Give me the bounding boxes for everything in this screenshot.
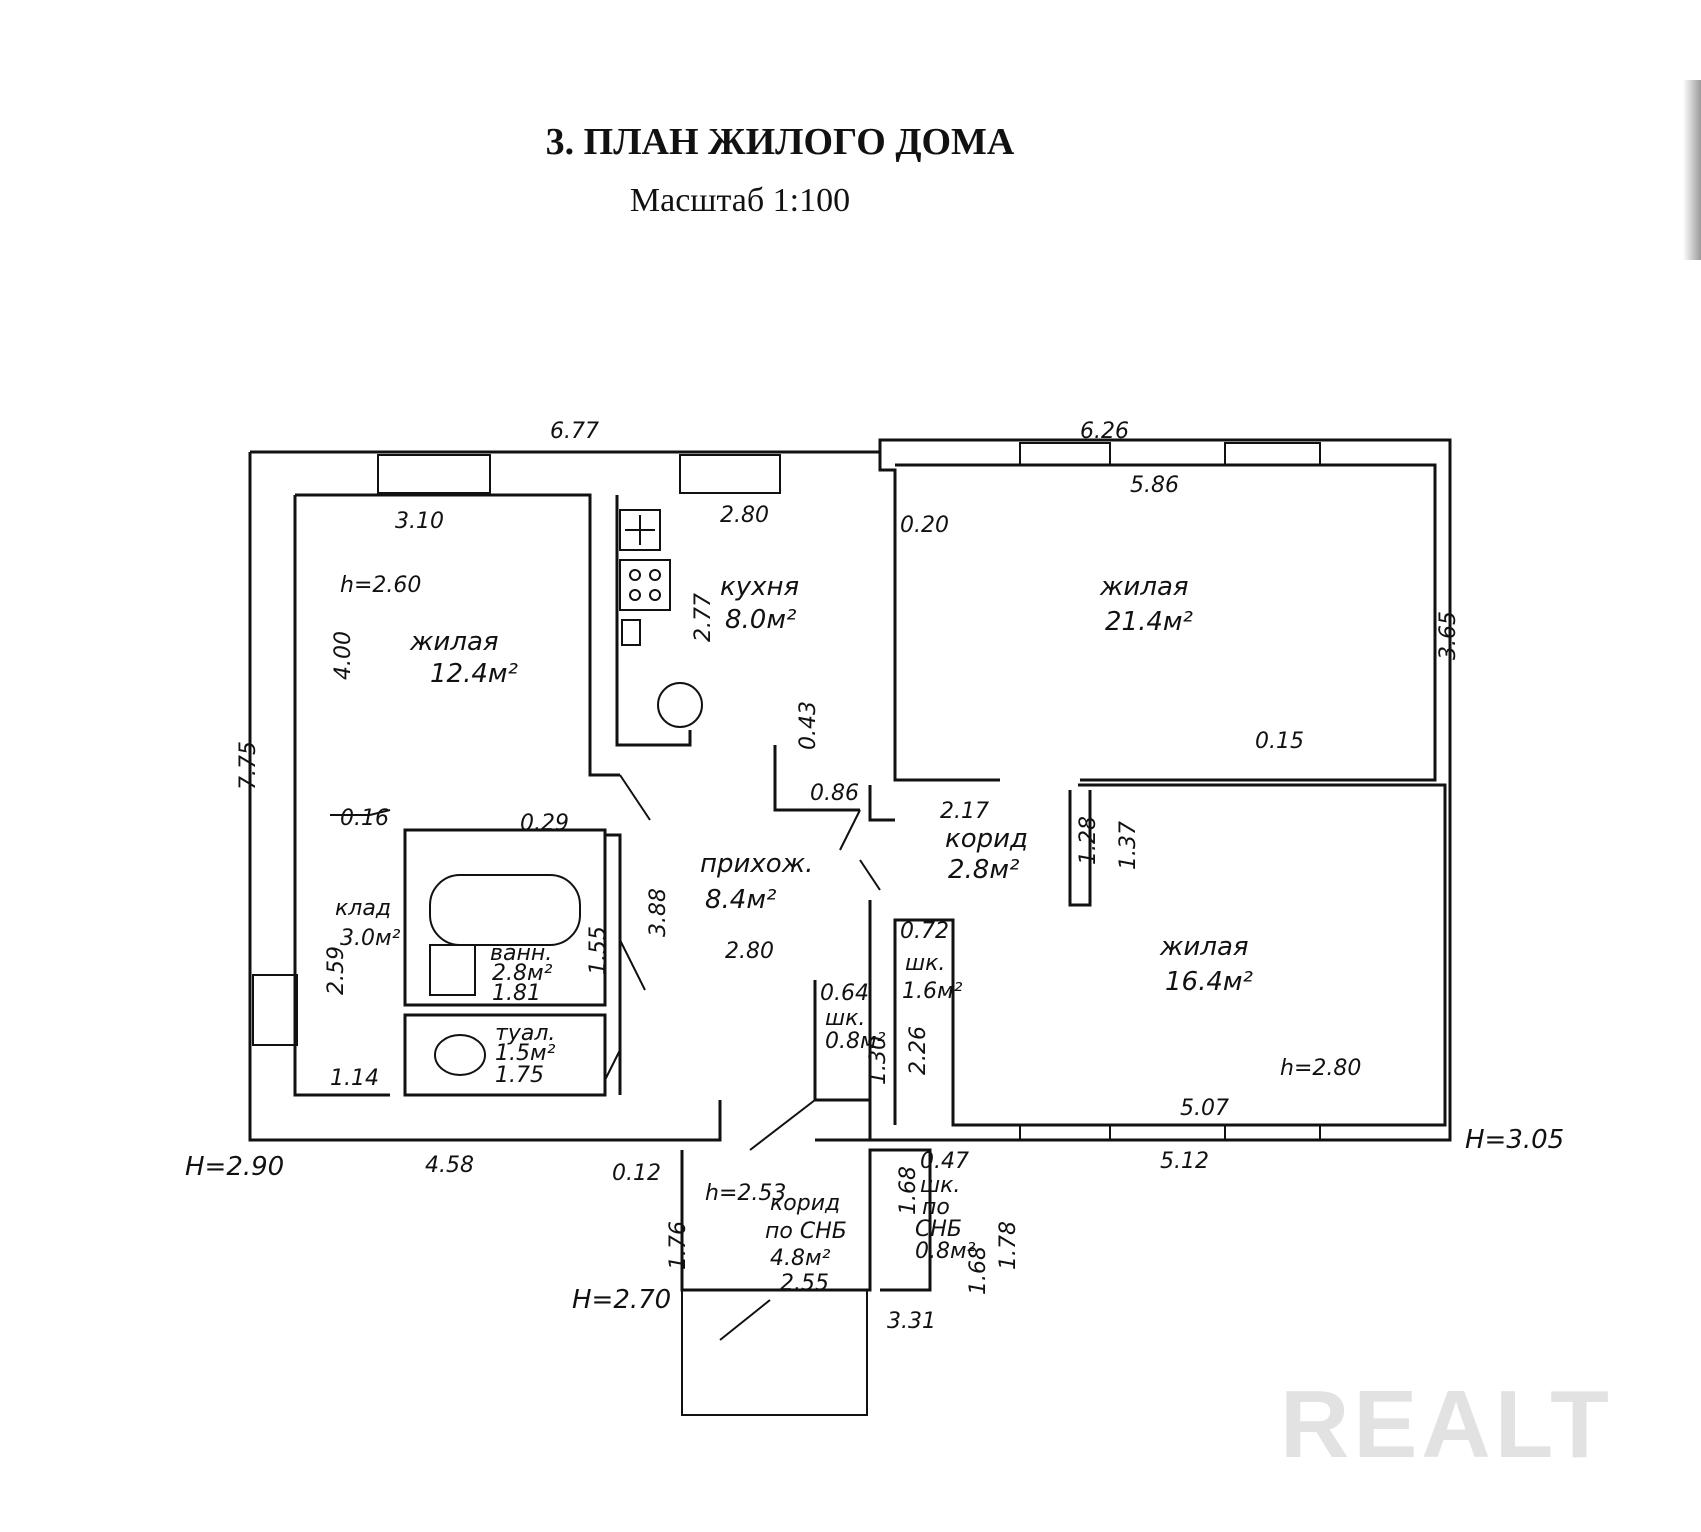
closet1-area: 1.6м²: [902, 979, 963, 1004]
sink-icon: [619, 509, 661, 551]
room-labels: h=2.60 жилая 12.4м² 3.10 4.00 кухня 8.0м…: [324, 473, 1461, 1296]
closet3-area: 0.8м²: [915, 1239, 976, 1264]
bath-depth: 1.55: [586, 926, 611, 975]
closet3-depth: 1.68: [966, 1246, 991, 1295]
kitchen-depth: 2.77: [691, 593, 716, 642]
level-right: H=3.05: [1465, 1125, 1564, 1155]
dim-wall-043: 0.43: [796, 701, 821, 750]
dim-wall-015: 0.15: [1255, 729, 1304, 754]
living2-depth: 3.65: [1436, 611, 1461, 660]
living2-width: 5.86: [1130, 473, 1179, 498]
dim-right-ext: 1.78: [996, 1221, 1021, 1270]
closet2-area: 0.8м²: [825, 1029, 886, 1054]
storage-depth: 2.59: [324, 946, 349, 995]
dim-bottom-ext: 3.31: [887, 1309, 936, 1334]
closet2-width: 0.64: [820, 981, 869, 1006]
living2-name: жилая: [1099, 572, 1189, 602]
closet3-width: 0.47: [920, 1149, 969, 1174]
corridor2-depth: 1.76: [666, 1221, 691, 1270]
wc-width: 1.75: [495, 1063, 544, 1088]
bathtub-icon: [429, 874, 581, 946]
dimension-labels: 6.77 6.26 7.75 4.58 5.12 3.31 1.78 0.20 …: [236, 419, 1304, 1334]
living3-name: жилая: [1159, 932, 1249, 962]
corridor2-area: 4.8м²: [770, 1246, 831, 1271]
closet1-width: 0.72: [900, 919, 949, 944]
closet1-name: шк.: [905, 951, 945, 976]
closet3-sub: по: [922, 1195, 950, 1220]
living1-area: 12.4м²: [430, 659, 518, 689]
dim-wall-020: 0.20: [900, 513, 949, 538]
living3-height: h=2.80: [1280, 1056, 1361, 1081]
living1-depth: 4.00: [331, 631, 356, 680]
dim-top-right: 6.26: [1080, 419, 1129, 444]
corridor1-area: 2.8м²: [948, 855, 1019, 885]
stove-icon: [619, 559, 671, 611]
kitchen-name: кухня: [720, 572, 799, 602]
corridor1-depth2: 1.37: [1116, 821, 1141, 870]
living1-name: жилая: [409, 627, 499, 657]
hall-width: 2.80: [725, 939, 774, 964]
vent-icon: [621, 619, 641, 646]
dim-wall-012: 0.12: [612, 1161, 661, 1186]
dim-bottom-right: 5.12: [1160, 1149, 1209, 1174]
level-marks: H=2.90 H=3.05 H=2.70: [185, 1125, 1564, 1315]
bath-area: 2.8м²: [492, 961, 553, 986]
interior-walls: [330, 452, 1447, 1416]
hall-name: прихож.: [700, 849, 813, 879]
hall-depth: 3.88: [646, 888, 671, 937]
closet2-name: шк.: [825, 1006, 865, 1031]
closet2-depth: 1.30: [866, 1036, 891, 1085]
door-swings: [604, 774, 881, 1341]
living1-width: 3.10: [395, 509, 444, 534]
dim-left: 7.75: [236, 741, 261, 790]
hall-area: 8.4м²: [705, 885, 776, 915]
living2-area: 21.4м²: [1105, 607, 1193, 637]
dim-wall-016: 0.16: [340, 806, 389, 831]
living3-area: 16.4м²: [1165, 967, 1253, 997]
bath-name: ванн.: [490, 941, 552, 966]
dim-wall-029: 0.29: [520, 811, 569, 836]
scan-edge-shadow: [1683, 80, 1701, 260]
boiler-icon: [657, 682, 703, 728]
closet3-sub2: СНБ: [915, 1217, 962, 1242]
living1-height: h=2.60: [340, 573, 421, 598]
wc-name: туал.: [495, 1021, 555, 1046]
plan-title: 3. ПЛАН ЖИЛОГО ДОМА: [545, 121, 1015, 163]
outer-walls: [248, 438, 1452, 1142]
storage-width: 1.14: [330, 1066, 379, 1091]
toilet-icon: [434, 1034, 486, 1076]
corridor2-depth2: 1.68: [896, 1166, 921, 1215]
kitchen-area: 8.0м²: [725, 605, 796, 635]
corridor2-name: корид: [770, 1191, 840, 1216]
washbasin-icon: [429, 944, 476, 996]
plan-scale: Масштаб 1:100: [629, 182, 851, 219]
storage-name: клад: [335, 896, 391, 921]
corridor1-name: корид: [945, 824, 1028, 854]
realt-watermark: REALT: [1280, 1371, 1613, 1478]
corridor2-width: 2.55: [780, 1271, 829, 1296]
living3-width: 5.07: [1180, 1096, 1229, 1121]
dim-bottom-left: 4.58: [425, 1153, 474, 1178]
fixtures: [429, 509, 703, 1076]
closet3-name: шк.: [920, 1173, 960, 1198]
corridor1-width: 2.17: [940, 799, 989, 824]
corridor2-sub: по СНБ: [765, 1219, 847, 1244]
dim-wall-086: 0.86: [810, 781, 859, 806]
corridor1-depth1: 1.28: [1076, 816, 1101, 865]
storage-area: 3.0м²: [340, 926, 401, 951]
corridor2-height: h=2.53: [705, 1181, 786, 1206]
kitchen-width: 2.80: [720, 503, 769, 528]
level-porch: H=2.70: [572, 1285, 671, 1315]
closet1-depth: 2.26: [906, 1026, 931, 1075]
wc-area: 1.5м²: [495, 1041, 556, 1066]
dim-top-left: 6.77: [550, 419, 599, 444]
level-left: H=2.90: [185, 1152, 284, 1182]
bath-width: 1.81: [492, 981, 541, 1006]
